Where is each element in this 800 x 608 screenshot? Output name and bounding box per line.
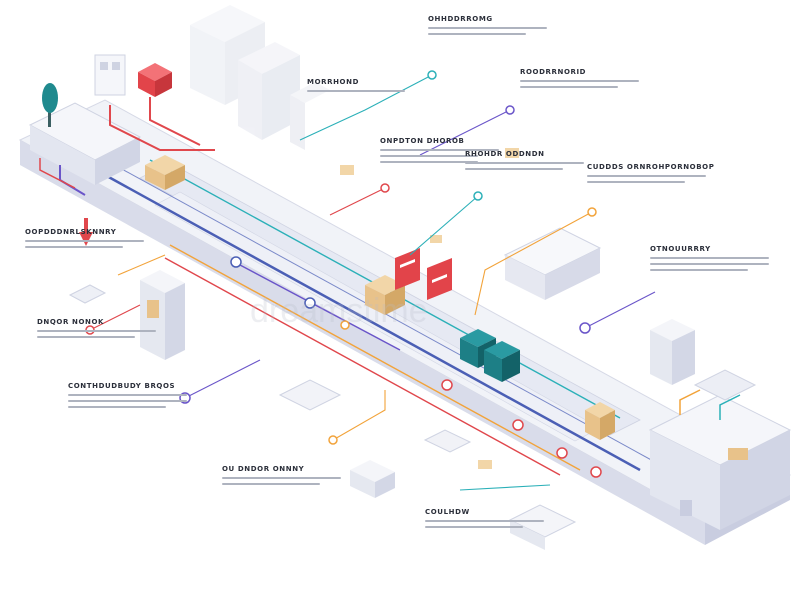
label-title: OHHDDRROMG [428,15,493,23]
tree [42,83,58,127]
label-title: COULHDW [425,508,470,516]
label-bot-1: OU DNDOR ONNNY [222,465,362,485]
left-machine [28,54,142,196]
label-top-3: MORRHOND [307,78,447,92]
label-title: OTNOUURRRY [650,245,711,253]
background-ghost-buildings [190,5,330,150]
label-bot-2: COULHDW [425,508,565,528]
label-title: CUDDDS ORNROHPORNOBOP [587,163,715,171]
label-title: DNQOR NONOK [37,318,105,326]
connector-lines [89,74,656,491]
red-box [138,63,172,97]
label-title: ONPDTON DHOROB [380,137,465,145]
right-building [648,389,792,530]
label-top-2: ROODRRNORID [520,68,660,88]
label-right-2: OTNOUURRRY [650,245,790,271]
label-title: ROODRRNORID [520,68,587,76]
label-left-3: CONTHDUDBUDY BRQOS [68,382,208,408]
label-left-2: DNQOR NONOK [37,318,177,338]
label-title: MORRHOND [307,78,359,86]
label-mid-2: RHOHDR ODDNDN [465,150,605,170]
blue-rail [104,167,656,472]
label-title: RHOHDR ODDNDN [465,150,545,158]
label-top-1: OHHDDRROMG [428,15,568,35]
label-right-1: CUDDDS ORNROHPORNOBOP [587,163,727,183]
red-pipes [109,97,215,151]
label-title: OOPDDDNRLSKNNRY [25,228,117,236]
label-left-1: OOPDDDNRLSKNNRY [25,228,165,248]
label-title: OU DNDOR ONNNY [222,465,305,473]
floating-props [68,148,757,550]
rail-markers [230,256,602,478]
down-arrow [79,218,93,246]
label-title: CONTHDUDBUDY BRQOS [68,382,176,390]
label-mid-1: ONPDTON DHOROB [380,137,520,163]
red-panels [395,248,452,300]
watermark-text: dreamstime [250,292,428,330]
teal-servers [460,329,520,382]
